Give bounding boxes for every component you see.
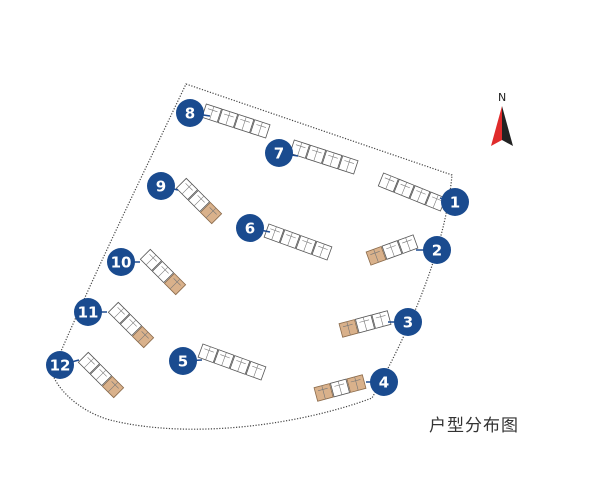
unit-partition [207, 106, 218, 120]
unit-partition [193, 195, 205, 207]
marker-circle [74, 298, 102, 326]
marker-circle [147, 172, 175, 200]
marker-number: 12 [50, 357, 71, 375]
marker-circle [176, 99, 204, 127]
unit-partition [252, 364, 262, 378]
marker-circle [236, 214, 264, 242]
unit-partition [204, 346, 214, 360]
marker-number: 8 [185, 105, 195, 123]
unit-partition [384, 175, 395, 190]
unit-partition [334, 381, 345, 395]
unit-partition [402, 237, 412, 251]
unit-partition [137, 331, 149, 343]
north-arrow: N [491, 91, 513, 146]
building-block-3 [338, 310, 392, 338]
building-block-9 [175, 177, 223, 225]
unit-partition [302, 238, 312, 252]
unit-partition [317, 385, 328, 400]
unit-partition [416, 188, 426, 202]
unit-partition [270, 226, 280, 240]
building-block-12 [77, 351, 125, 399]
marker-number: 1 [450, 194, 460, 212]
marker-circle [370, 368, 398, 396]
unit-partition [344, 158, 355, 172]
unit-partition [311, 147, 322, 162]
unit-partition [125, 319, 137, 331]
unit-partition [286, 232, 296, 246]
plan-caption: 户型分布图 [429, 416, 519, 436]
building-marker-3[interactable]: 3 [394, 308, 422, 336]
building-block-1 [377, 172, 447, 212]
building-block-5 [197, 343, 267, 381]
unit-partition [169, 278, 181, 290]
north-label: N [498, 91, 506, 104]
building-marker-7[interactable]: 7 [265, 139, 293, 167]
marker-circle [423, 236, 451, 264]
marker-number: 2 [432, 242, 442, 260]
building-block-4 [313, 374, 367, 402]
unit-partition [342, 321, 353, 336]
building-marker-4[interactable]: 4 [370, 368, 398, 396]
unit-partition [236, 358, 246, 372]
building-block-2 [365, 234, 419, 266]
marker-number: 6 [245, 220, 255, 238]
marker-number: 9 [156, 178, 166, 196]
building-block-11 [107, 301, 155, 349]
unit-partition [386, 243, 396, 257]
unit-partition [375, 312, 386, 327]
marker-circle [169, 347, 197, 375]
building-marker-12[interactable]: 12 [46, 351, 74, 379]
unit-partition [370, 249, 380, 263]
unit-partition [220, 352, 230, 366]
building-marker-8[interactable]: 8 [176, 99, 204, 127]
building-marker-2[interactable]: 2 [423, 236, 451, 264]
building-marker-6[interactable]: 6 [236, 214, 264, 242]
building-block-7 [289, 139, 359, 175]
marker-number: 7 [274, 145, 284, 163]
marker-number: 5 [178, 353, 188, 371]
unit-partition [223, 111, 234, 126]
unit-partition [107, 381, 119, 393]
unit-partition [83, 357, 95, 369]
unit-partition [328, 152, 338, 167]
unit-partition [181, 183, 193, 195]
unit-partition [95, 369, 107, 381]
unit-partition [295, 142, 306, 156]
marker-circle [441, 188, 469, 216]
north-arrow-right-icon [502, 106, 513, 146]
building-marker-9[interactable]: 9 [147, 172, 175, 200]
building-marker-11[interactable]: 11 [74, 298, 102, 326]
north-arrow-left-icon [491, 106, 502, 146]
building-block-6 [263, 223, 333, 261]
unit-partition [240, 116, 250, 131]
marker-number: 4 [379, 374, 389, 392]
unit-partition [157, 266, 169, 278]
marker-circle [107, 248, 135, 276]
building-marker-10[interactable]: 10 [107, 248, 135, 276]
unit-partition [318, 244, 328, 258]
building-marker-1[interactable]: 1 [441, 188, 469, 216]
marker-circle [265, 139, 293, 167]
building-units [77, 103, 447, 402]
marker-circle [394, 308, 422, 336]
unit-partition [145, 254, 157, 266]
unit-partition [350, 376, 361, 391]
unit-partition [400, 182, 410, 196]
unit-partition [256, 122, 267, 136]
unit-partition [359, 317, 370, 331]
building-block-8 [201, 103, 271, 139]
unit-partition [113, 307, 125, 319]
building-marker-5[interactable]: 5 [169, 347, 197, 375]
building-block-10 [139, 248, 187, 296]
marker-number: 3 [403, 314, 413, 332]
marker-number: 10 [111, 254, 132, 272]
unit-partition [205, 207, 217, 219]
marker-number: 11 [78, 304, 99, 322]
marker-circle [46, 351, 74, 379]
unit-partition [432, 194, 442, 209]
